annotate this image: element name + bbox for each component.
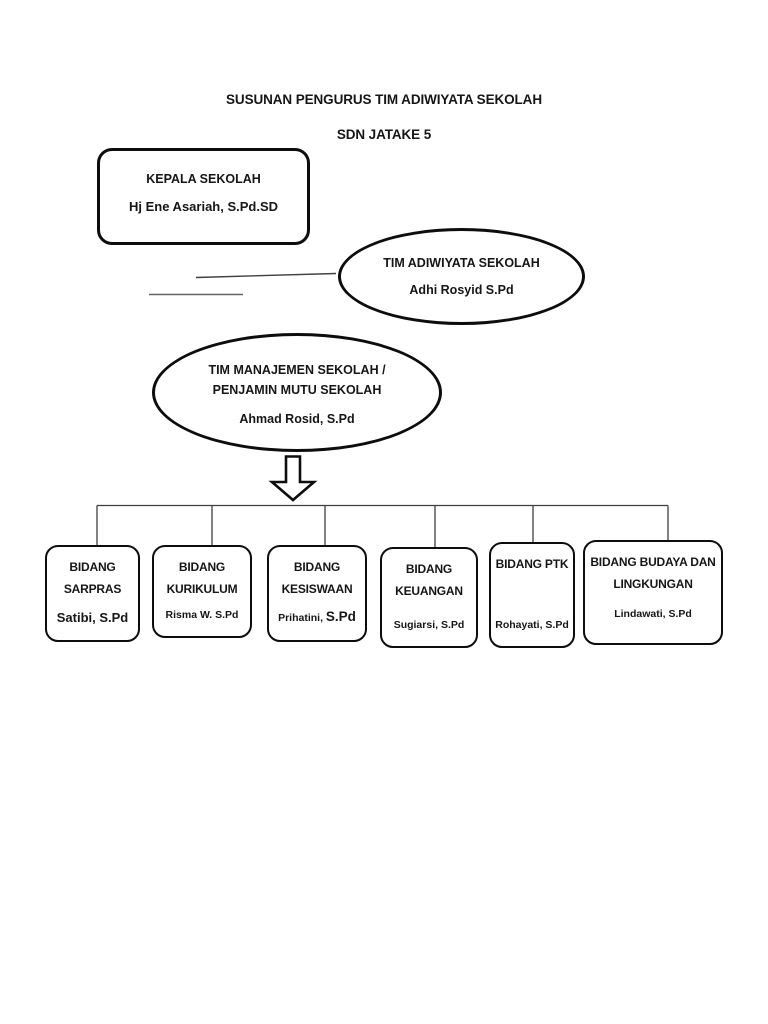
node-tim-manajemen: TIM MANAJEMEN SEKOLAH / PENJAMIN MUTU SE… bbox=[152, 333, 442, 452]
node-name-emphasis: S.Pd bbox=[325, 609, 356, 625]
node-title: BIDANG KESISWAAN bbox=[281, 560, 353, 597]
node-name: Rohayati, S.Pd bbox=[495, 619, 569, 632]
node-title: BIDANG SARPRAS bbox=[63, 560, 122, 597]
stray-line-1 bbox=[195, 272, 337, 279]
node-name: Satibi, S.Pd bbox=[56, 609, 129, 625]
node-tim-adiwiyata: TIM ADIWIYATA SEKOLAH Adhi Rosyid S.Pd bbox=[338, 228, 585, 325]
node-name: Adhi Rosyid S.Pd bbox=[409, 283, 514, 297]
node-title: BIDANG PTK bbox=[495, 557, 569, 571]
node-name: Prihatini, S.Pd bbox=[278, 608, 356, 627]
node-bidang-sarpras: BIDANG SARPRAS Satibi, S.Pd bbox=[45, 545, 140, 642]
node-bidang-kesiswaan: BIDANG KESISWAAN Prihatini, S.Pd bbox=[267, 545, 367, 642]
node-name-prefix: Prihatini, bbox=[278, 612, 323, 625]
node-bidang-keuangan: BIDANG KEUANGAN Sugiarsi, S.Pd bbox=[380, 547, 478, 648]
node-title: TIM ADIWIYATA SEKOLAH bbox=[383, 256, 540, 270]
node-title: BIDANG BUDAYA DAN LINGKUNGAN bbox=[590, 555, 716, 592]
down-arrow-icon bbox=[268, 455, 318, 502]
page-subtitle: SDN JATAKE 5 bbox=[336, 127, 432, 142]
node-title: BIDANG KURIKULUM bbox=[166, 560, 238, 597]
node-name: Risma W. S.Pd bbox=[165, 609, 239, 622]
page-title: SUSUNAN PENGURUS TIM ADIWIYATA SEKOLAH bbox=[226, 92, 542, 107]
node-name: Lindawati, S.Pd bbox=[614, 608, 692, 621]
node-bidang-budaya-lingkungan: BIDANG BUDAYA DAN LINGKUNGAN Lindawati, … bbox=[583, 540, 723, 645]
node-title: BIDANG KEUANGAN bbox=[395, 562, 463, 599]
node-bidang-kurikulum: BIDANG KURIKULUM Risma W. S.Pd bbox=[152, 545, 252, 638]
node-title: KEPALA SEKOLAH bbox=[146, 172, 261, 186]
node-kepala-sekolah: KEPALA SEKOLAH Hj Ene Asariah, S.Pd.SD bbox=[97, 148, 310, 245]
node-name: Sugiarsi, S.Pd bbox=[393, 619, 465, 632]
node-title: TIM MANAJEMEN SEKOLAH / PENJAMIN MUTU SE… bbox=[208, 362, 386, 397]
node-bidang-ptk: BIDANG PTK Rohayati, S.Pd bbox=[489, 542, 575, 648]
node-name: Ahmad Rosid, S.Pd bbox=[239, 411, 355, 426]
node-name: Hj Ene Asariah, S.Pd.SD bbox=[128, 199, 279, 214]
